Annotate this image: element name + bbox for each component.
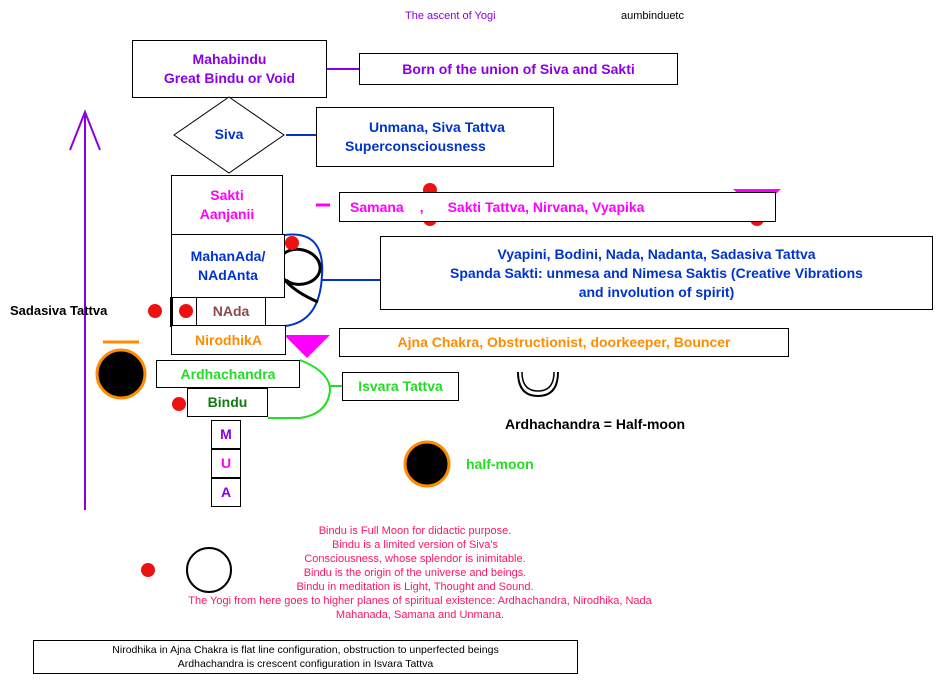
nada-desc-line3: and involution of spirit) [578,283,735,300]
mahabindu-line2: Great Bindu or Void [163,70,296,86]
siva-desc-line1: Unmana, Siva Tattva [369,119,505,135]
mahanada-box: MahanAda/ NAdAnta [171,234,285,298]
crescent-mark [517,371,559,398]
nada-desc-line1: Vyapini, Bodini, Nada, Nadanta, Sadasiva… [497,245,816,262]
mahanada-dot [285,236,299,250]
sakti-line2: Aanjanii [199,206,255,222]
mahanada-line1: MahanAda/ [190,248,266,264]
mahanada-loop [284,233,324,327]
aum-a-box: A [211,478,241,507]
note-line-2: Bindu is a limited version of Siva's [332,539,498,551]
siva-description: Unmana, Siva Tattva Superconsciousness [316,107,554,167]
nada-box: NAda [196,297,266,326]
note-line-6: The Yogi from here goes to higher planes… [188,595,652,607]
note-line-5: Bindu in meditation is Light, Thought an… [296,581,534,593]
note-line-3: Consciousness, whose splendor is inimita… [304,553,526,565]
mahabindu-description: Born of the union of Siva and Sakti [359,53,678,85]
nada-description: Vyapini, Bodini, Nada, Nadanta, Sadasiva… [380,236,933,310]
samana-description: Samana , Sakti Tattva, Nirvana, Vyapika [339,192,776,222]
note-line-1: Bindu is Full Moon for didactic purpose. [318,525,512,537]
mahabindu-box: Mahabindu Great Bindu or Void [132,40,327,98]
author-label: aumbinduetc [621,10,684,22]
ajna-description: Ajna Chakra, Obstructionist, doorkeeper,… [339,328,789,357]
isvara-description: Isvara Tattva [342,372,459,401]
ardhachandra-box: Ardhachandra [156,360,300,388]
ajna-triangle [284,335,330,358]
legend-dot [141,563,155,577]
moon-left [95,340,147,400]
siva-label: Siva [214,126,244,142]
half-moon-label: half-moon [466,456,534,472]
siva-diamond: Siva [173,96,285,174]
bindu-box: Bindu [187,388,268,417]
isvara-loop [268,359,332,419]
sadasiva-dot [148,304,162,318]
aum-m-box: M [211,420,241,449]
ascent-arrow [69,109,101,510]
sakti-box: Sakti Aanjanii [171,175,283,235]
samana-right: Sakti Tattva, Nirvana, Vyapika [447,198,645,215]
samana-left: Samana [350,198,404,215]
sadasiva-label: Sadasiva Tattva [10,303,108,318]
bindu-notes: Bindu is Full Moon for didactic purpose.… [200,524,630,594]
spiral-mark [276,247,322,304]
nirodhika-box: NirodhikA [171,325,286,355]
full-moon-circle [186,547,232,593]
nada-desc-line2: Spanda Sakti: unmesa and Nimesa Saktis (… [450,264,863,281]
nada-bar [170,297,173,327]
moon-half [403,440,451,488]
nada-dot [179,304,193,318]
diagram-title: The ascent of Yogi [405,10,496,22]
bindu-dot [172,397,186,411]
ardhachandra-definition: Ardhachandra = Half-moon [505,416,686,432]
note-line-4: Bindu is the origin of the universe and … [303,567,527,579]
mahanada-line2: NAdAnta [198,267,258,283]
aum-u-box: U [211,449,241,478]
footer-line-2: Ardhachandra is crescent configuration i… [177,658,434,670]
diamond-shape [173,96,285,174]
mahabindu-line1: Mahabindu [192,51,267,67]
yogi-notes: The Yogi from here goes to higher planes… [60,594,780,622]
samana-comma: , [419,198,424,215]
note-line-7: Mahanada, Samana and Unmana. [335,609,505,621]
footer-note-box: Nirodhika in Ajna Chakra is flat line co… [33,640,578,674]
siva-desc-line2: Superconsciousness [345,138,486,154]
sakti-line1: Sakti [210,187,244,203]
footer-line-1: Nirodhika in Ajna Chakra is flat line co… [112,644,499,656]
